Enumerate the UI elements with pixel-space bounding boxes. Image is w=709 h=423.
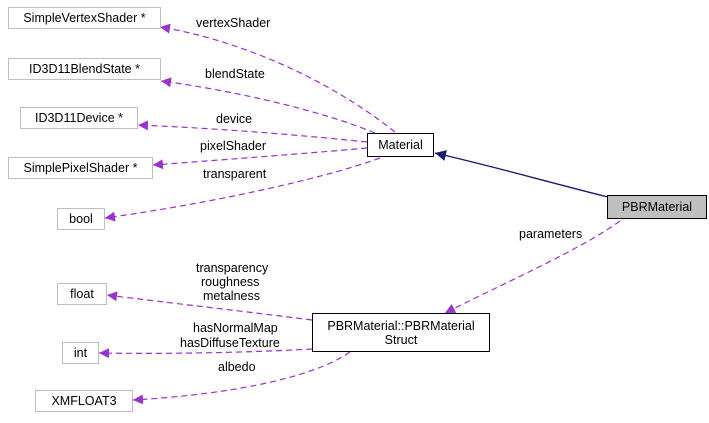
- node-label: SimpleVertexShader *: [23, 11, 146, 25]
- node-label: bool: [69, 212, 93, 226]
- edge-label-transparent: transparent: [203, 167, 267, 181]
- edge-label-float-member-3: metalness: [203, 289, 260, 303]
- edge-label-blend-state: blendState: [205, 67, 265, 81]
- edge-inheritance: [434, 150, 609, 198]
- node-label: int: [73, 346, 88, 360]
- edge-label-float-member-1: transparency: [196, 261, 269, 275]
- node-int[interactable]: int: [62, 342, 99, 364]
- edge-pixel-shader: [152, 147, 368, 170]
- node-label: ID3D11BlendState *: [29, 62, 140, 76]
- edge-label-device: device: [216, 112, 253, 126]
- node-label: XMFLOAT3: [51, 394, 117, 408]
- node-label: SimplePixelShader *: [23, 161, 138, 175]
- edge-device: [137, 120, 368, 143]
- edge-label-vertex-shader: vertexShader: [196, 16, 271, 30]
- edge-transparent: [104, 157, 381, 222]
- edge-label-albedo: albedo: [218, 360, 256, 374]
- edge-int-members: [98, 348, 313, 359]
- edge-label-pixel-shader: pixelShader: [200, 139, 267, 153]
- edge-label-int-member-2: hasDiffuseTexture: [180, 336, 280, 350]
- edge-parameters: [444, 220, 621, 314]
- edge-label-parameters: parameters: [519, 227, 583, 241]
- node-label: float: [70, 287, 94, 301]
- node-pbr-material-struct[interactable]: PBRMaterial::PBRMaterial Struct: [312, 313, 490, 352]
- edge-label-float-member-2: roughness: [201, 275, 260, 289]
- node-device[interactable]: ID3D11Device *: [20, 107, 138, 129]
- node-simple-vertex-shader[interactable]: SimpleVertexShader *: [8, 7, 161, 29]
- node-label: Material: [378, 138, 423, 152]
- node-bool[interactable]: bool: [57, 208, 105, 230]
- node-blend-state[interactable]: ID3D11BlendState *: [8, 58, 161, 80]
- edge-label-int-member-1: hasNormalMap: [193, 321, 278, 335]
- edge-blend-state: [160, 77, 376, 134]
- node-label-line2: Struct: [384, 332, 418, 347]
- edge-albedo: [132, 351, 351, 405]
- node-simple-pixel-shader[interactable]: SimplePixelShader *: [8, 157, 153, 179]
- node-pbr-material[interactable]: PBRMaterial: [607, 195, 707, 219]
- node-label-line1: PBRMaterial::PBRMaterial: [327, 318, 475, 333]
- node-label: ID3D11Device *: [34, 111, 123, 125]
- node-float[interactable]: float: [57, 283, 107, 305]
- node-label: PBRMaterial: [621, 200, 693, 214]
- node-material[interactable]: Material: [367, 133, 434, 157]
- edge-vertex-shader: [159, 23, 396, 133]
- edge-float-members: [106, 291, 313, 321]
- node-xmfloat3[interactable]: XMFLOAT3: [35, 390, 133, 412]
